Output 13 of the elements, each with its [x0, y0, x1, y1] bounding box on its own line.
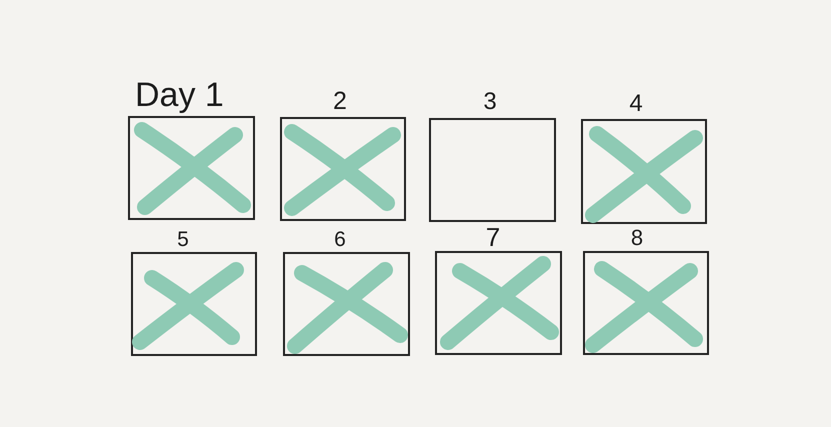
day-label: 2 [333, 89, 347, 114]
cross-icon [585, 261, 703, 353]
day-label: 4 [629, 92, 643, 116]
day-label: 5 [177, 229, 189, 250]
day-label: 6 [334, 229, 346, 250]
cross-icon [132, 262, 244, 350]
day-label: 7 [486, 224, 500, 250]
cross-icon [284, 124, 401, 216]
cross-icon [287, 262, 408, 354]
day-label: 3 [483, 90, 497, 114]
cross-icon [134, 122, 251, 215]
day-label: Day 1 [135, 78, 224, 112]
day-label: 8 [630, 227, 644, 249]
